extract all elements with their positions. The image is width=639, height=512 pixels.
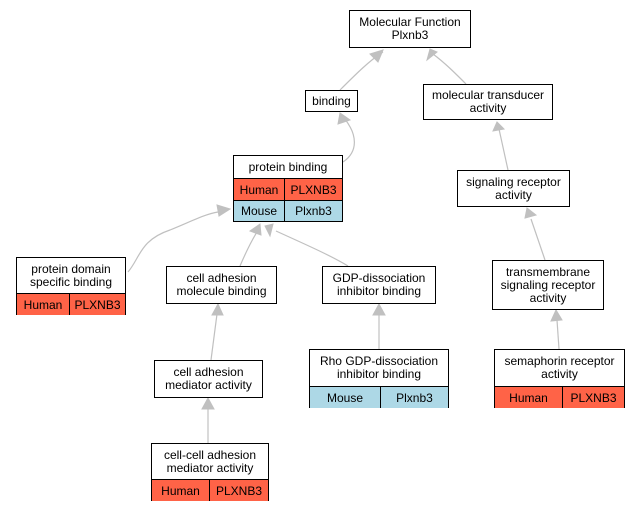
gene-table: Mouse Plxnb3 [310,386,448,408]
node-gdp-dissociation-inhibitor-binding-label: GDP-dissociation inhibitor binding [332,271,426,298]
species-cell: Mouse [326,390,364,405]
node-cell-adhesion-mediator-activity-label: cell adhesion mediator activity [165,365,252,392]
node-protein-binding-label: protein binding [248,159,328,174]
edge-tsra-to-sra [530,218,546,261]
node-molecular-function-label: Molecular Function Plxnb3 [359,15,461,42]
gene-row[interactable]: Human PLXNB3 [17,294,125,315]
node-cell-adhesion-mediator-activity[interactable]: cell adhesion mediator activity [154,360,263,398]
gene-row[interactable]: Human PLXNB3 [152,480,268,501]
edge-pb-to-binding [342,117,355,163]
gene-cell: PLXNB3 [209,480,268,501]
edge-pdsb-to-pb [127,211,219,273]
species-cell: Mouse [240,204,278,218]
node-signaling-receptor-activity[interactable]: signaling receptor activity [457,170,570,207]
edge-pdsb-to-pb-arrowhead [216,204,232,217]
node-transmembrane-signaling-receptor-activity-label: transmembrane signaling receptor activit… [500,264,596,305]
node-cell-cell-adhesion-mediator-activity-label: cell-cell adhesion mediator activity [163,447,257,475]
edge-binding-to-mf-arrowhead [369,49,384,63]
species-cell: Human [161,483,200,498]
edge-gdib-to-pb-arrowhead [264,223,274,238]
gene-row[interactable]: Mouse Plxnb3 [234,200,342,221]
edge-mta-to-mf-arrowhead [426,48,438,62]
gene-table: Human PLXNB3 [152,479,268,501]
gene-row[interactable]: Human PLXNB3 [234,179,342,200]
node-semaphorin-receptor-activity-label: semaphorin receptor activity [504,354,615,381]
edge-rgdib-to-gdib-arrowhead [372,302,386,316]
edge-camb-to-pb [239,231,258,267]
species-cell: Human [509,390,548,405]
species-cell: Human [239,182,279,197]
edge-cama-to-camb [210,313,218,361]
edge-gdib-to-pb [275,230,349,267]
gene-table: Human PLXNB3 Mouse Plxnb3 [234,178,342,221]
node-molecular-transducer-activity-label: molecular transducer activity [431,88,545,115]
node-protein-domain-specific-binding-label: protein domain specific binding [29,261,113,289]
edge-pb-to-binding-arrowhead [337,112,352,125]
edge-sra-to-mta [498,128,509,171]
node-protein-binding[interactable]: protein binding Human PLXNB3 Mouse Plxnb… [233,155,343,222]
edge-semra-to-tsra-arrowhead [550,308,563,322]
node-signaling-receptor-activity-label: signaling receptor activity [466,174,561,202]
gene-cell: PLXNB3 [284,179,342,200]
node-binding[interactable]: binding [305,90,358,112]
edge-ccama-to-cama-arrowhead [201,396,215,410]
node-molecular-function[interactable]: Molecular Function Plxnb3 [349,10,471,48]
node-gdp-dissociation-inhibitor-binding[interactable]: GDP-dissociation inhibitor binding [322,266,436,304]
node-protein-domain-specific-binding[interactable]: protein domain specific binding Human PL… [16,257,126,315]
edge-camb-to-pb-arrowhead [248,223,262,236]
edge-mta-to-mf [432,53,467,85]
gene-cell: Plxnb3 [284,201,342,221]
gene-cell: Plxnb3 [380,387,448,408]
node-transmembrane-signaling-receptor-activity[interactable]: transmembrane signaling receptor activit… [492,260,604,310]
gene-table: Human PLXNB3 [495,386,624,408]
node-molecular-transducer-activity[interactable]: molecular transducer activity [423,84,553,120]
gene-table: Human PLXNB3 [17,293,125,315]
node-cell-cell-adhesion-mediator-activity[interactable]: cell-cell adhesion mediator activity Hum… [151,443,269,501]
node-rho-gdp-dissociation-inhibitor-binding[interactable]: Rho GDP-dissociation inhibitor binding M… [309,349,449,408]
edge-sra-to-mta-arrowhead [492,121,506,132]
node-semaphorin-receptor-activity[interactable]: semaphorin receptor activity Human PLXNB… [494,349,625,408]
gene-row[interactable]: Mouse Plxnb3 [310,387,448,408]
edge-semra-to-tsra [556,319,560,350]
node-binding-label: binding [312,93,351,108]
edge-cama-to-camb-arrowhead [211,302,224,316]
gene-cell: PLXNB3 [562,387,624,408]
gene-row[interactable]: Human PLXNB3 [495,387,624,408]
node-rho-gdp-dissociation-inhibitor-binding-label: Rho GDP-dissociation inhibitor binding [319,354,439,381]
species-cell: Human [23,297,63,312]
node-cell-adhesion-molecule-binding[interactable]: cell adhesion molecule binding [166,266,277,304]
gene-cell: PLXNB3 [69,294,125,315]
edge-tsra-to-sra-arrowhead [524,207,538,219]
node-cell-adhesion-molecule-binding-label: cell adhesion molecule binding [176,271,267,298]
